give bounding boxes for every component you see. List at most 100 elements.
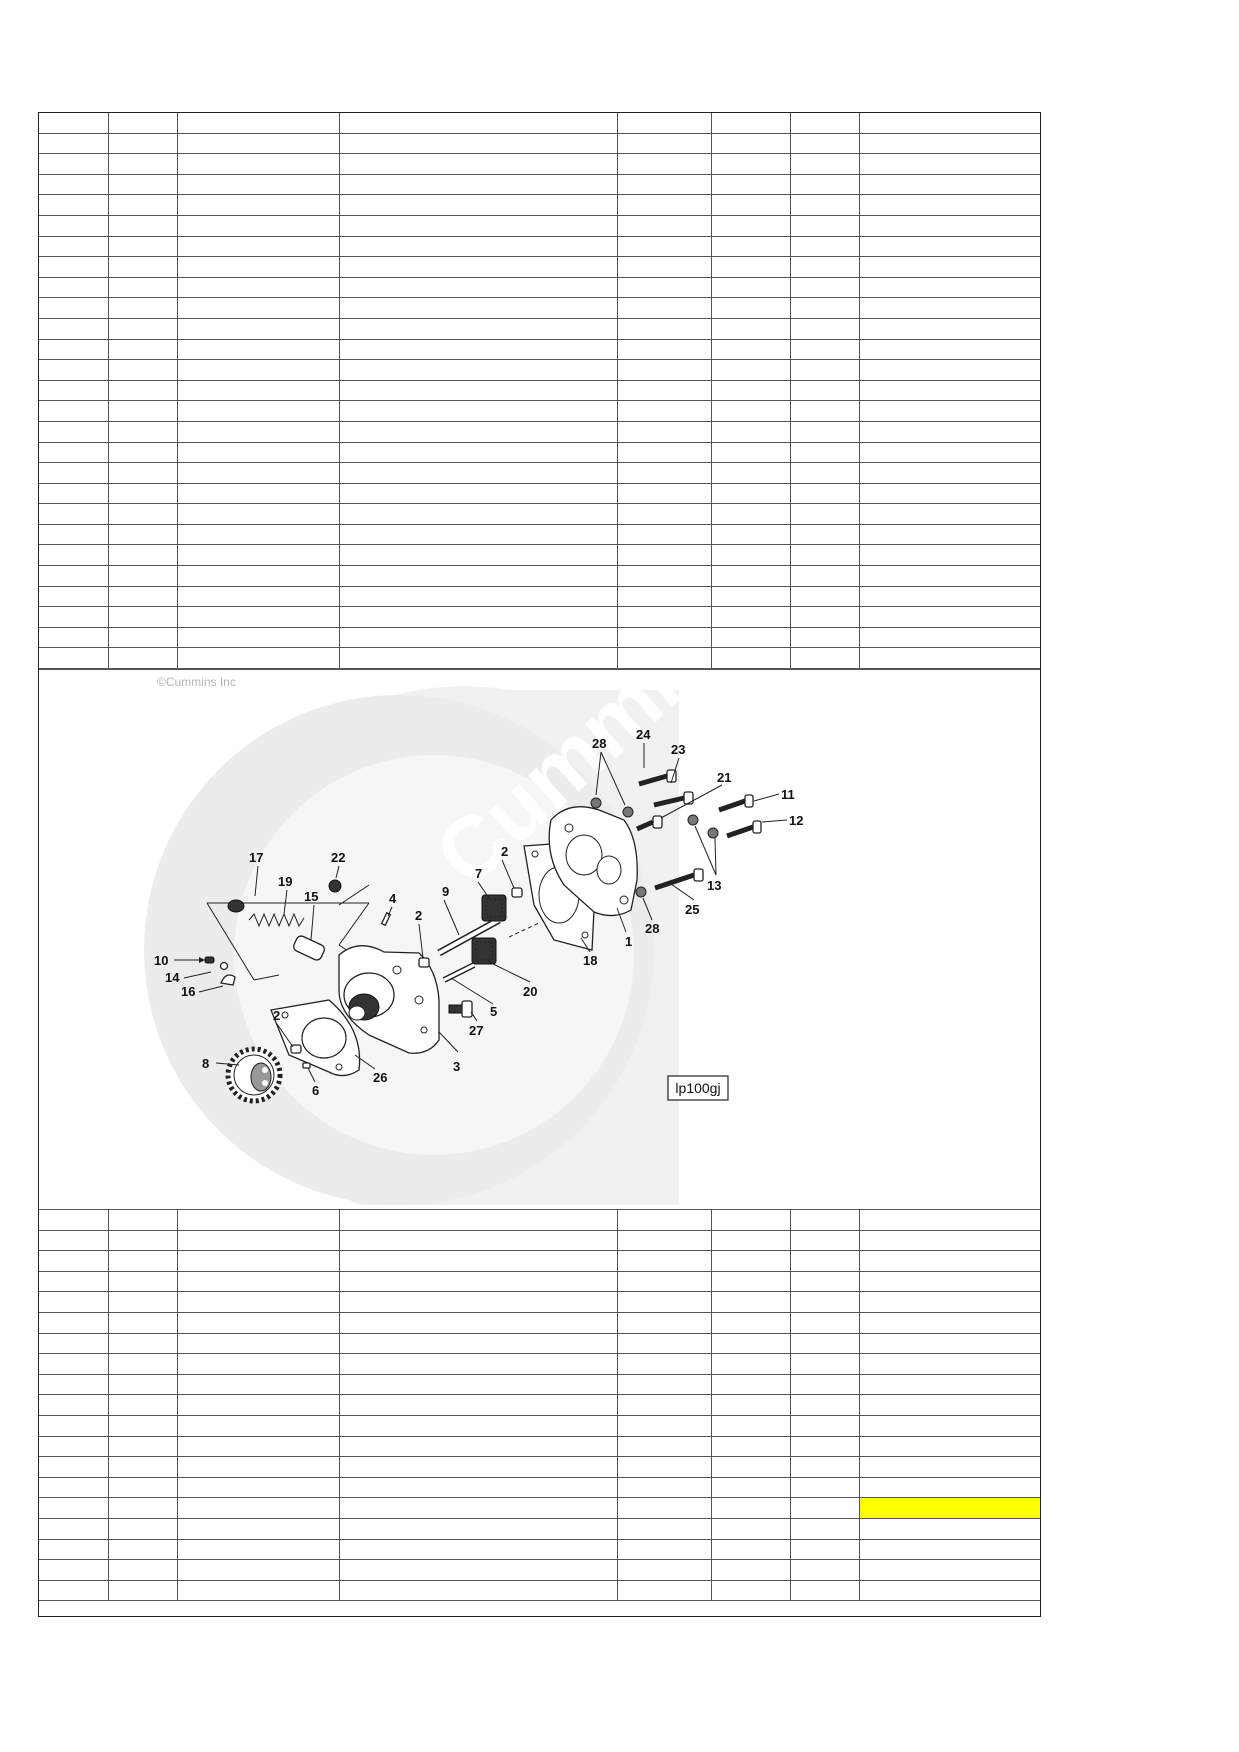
sheet-cell[interactable] [789,647,860,670]
sheet-cell[interactable] [39,1291,109,1313]
sheet-cell[interactable] [789,214,860,237]
sheet-cell[interactable] [710,297,791,319]
sheet-cell[interactable] [338,1456,618,1478]
sheet-cell[interactable] [858,585,1040,608]
sheet-cell[interactable] [39,1476,109,1499]
sheet-cell[interactable] [858,544,1040,567]
sheet-cell[interactable] [176,523,340,546]
sheet-cell[interactable] [616,1476,712,1499]
sheet-cell[interactable] [176,1579,340,1602]
sheet-cell[interactable] [338,1210,618,1231]
sheet-cell[interactable] [789,1559,860,1581]
sheet-cell[interactable] [710,256,791,278]
sheet-cell[interactable] [338,1497,618,1519]
sheet-cell[interactable] [176,441,340,464]
sheet-cell[interactable] [710,585,791,608]
sheet-cell[interactable] [39,606,109,628]
sheet-cell[interactable] [338,379,618,402]
sheet-cell[interactable] [789,317,860,340]
sheet-cell[interactable] [39,359,109,381]
sheet-cell[interactable] [858,1373,1040,1396]
sheet-cell[interactable] [616,235,712,258]
sheet-cell[interactable] [789,1579,860,1602]
sheet-cell[interactable] [107,1291,178,1313]
sheet-cell[interactable] [107,113,178,134]
sheet-cell[interactable] [107,1435,178,1458]
sheet-cell[interactable] [789,1517,860,1540]
sheet-cell[interactable] [107,132,178,155]
sheet-cell[interactable] [710,1353,791,1375]
sheet-cell[interactable] [616,647,712,670]
sheet-cell[interactable] [107,379,178,402]
sheet-cell[interactable] [176,503,340,525]
sheet-cell[interactable] [710,1250,791,1272]
sheet-cell[interactable] [338,647,618,670]
sheet-cell[interactable] [616,297,712,319]
sheet-cell[interactable] [789,626,860,649]
sheet-cell[interactable] [176,379,340,402]
sheet-cell[interactable] [789,359,860,381]
sheet-cell[interactable] [858,256,1040,278]
sheet-cell[interactable] [710,1210,791,1231]
sheet-cell[interactable] [710,1414,791,1437]
sheet-cell[interactable] [338,359,618,381]
sheet-cell[interactable] [107,1579,178,1602]
sheet-cell[interactable] [39,1414,109,1437]
sheet-cell[interactable] [338,1312,618,1334]
sheet-cell[interactable] [176,1291,340,1313]
sheet-cell[interactable] [176,1229,340,1252]
sheet-cell[interactable] [789,1497,860,1519]
sheet-cell[interactable] [858,1538,1040,1561]
sheet-cell[interactable] [858,1579,1040,1602]
sheet-cell[interactable] [39,194,109,216]
sheet-cell[interactable] [338,132,618,155]
sheet-cell[interactable] [338,441,618,464]
sheet-cell[interactable] [338,482,618,505]
sheet-cell[interactable] [176,462,340,484]
sheet-cell[interactable] [789,1312,860,1334]
sheet-cell[interactable] [107,544,178,567]
sheet-cell[interactable] [789,1414,860,1437]
sheet-cell[interactable] [858,214,1040,237]
sheet-cell[interactable] [39,482,109,505]
sheet-cell[interactable] [338,1538,618,1561]
sheet-cell[interactable] [107,338,178,361]
sheet-cell[interactable] [858,462,1040,484]
sheet-cell[interactable] [39,214,109,237]
sheet-cell[interactable] [710,503,791,525]
sheet-cell[interactable] [107,1353,178,1375]
sheet-cell[interactable] [39,462,109,484]
sheet-cell[interactable] [107,647,178,670]
sheet-cell[interactable] [616,1353,712,1375]
sheet-cell[interactable] [858,194,1040,216]
sheet-cell[interactable] [789,1373,860,1396]
sheet-cell[interactable] [616,523,712,546]
sheet-cell[interactable] [176,1353,340,1375]
sheet-cell[interactable] [39,1394,109,1416]
sheet-cell[interactable] [710,1517,791,1540]
sheet-cell[interactable] [789,153,860,175]
sheet-cell[interactable] [710,1229,791,1252]
sheet-cell[interactable] [39,1332,109,1355]
sheet-cell[interactable] [176,1497,340,1519]
sheet-cell[interactable] [107,482,178,505]
sheet-cell[interactable] [616,1517,712,1540]
sheet-cell[interactable] [107,1373,178,1396]
sheet-cell[interactable] [616,1229,712,1252]
sheet-cell[interactable] [176,606,340,628]
sheet-cell[interactable] [107,194,178,216]
sheet-cell[interactable] [616,194,712,216]
sheet-cell[interactable] [107,1229,178,1252]
sheet-cell[interactable] [39,317,109,340]
sheet-cell[interactable] [710,606,791,628]
sheet-cell[interactable] [858,1312,1040,1334]
sheet-cell[interactable] [858,173,1040,196]
sheet-cell[interactable] [176,173,340,196]
sheet-cell[interactable] [616,338,712,361]
sheet-cell[interactable] [710,565,791,587]
sheet-cell[interactable] [710,1476,791,1499]
sheet-cell[interactable] [107,256,178,278]
sheet-cell[interactable] [338,606,618,628]
sheet-cell[interactable] [789,235,860,258]
sheet-cell[interactable] [338,1517,618,1540]
